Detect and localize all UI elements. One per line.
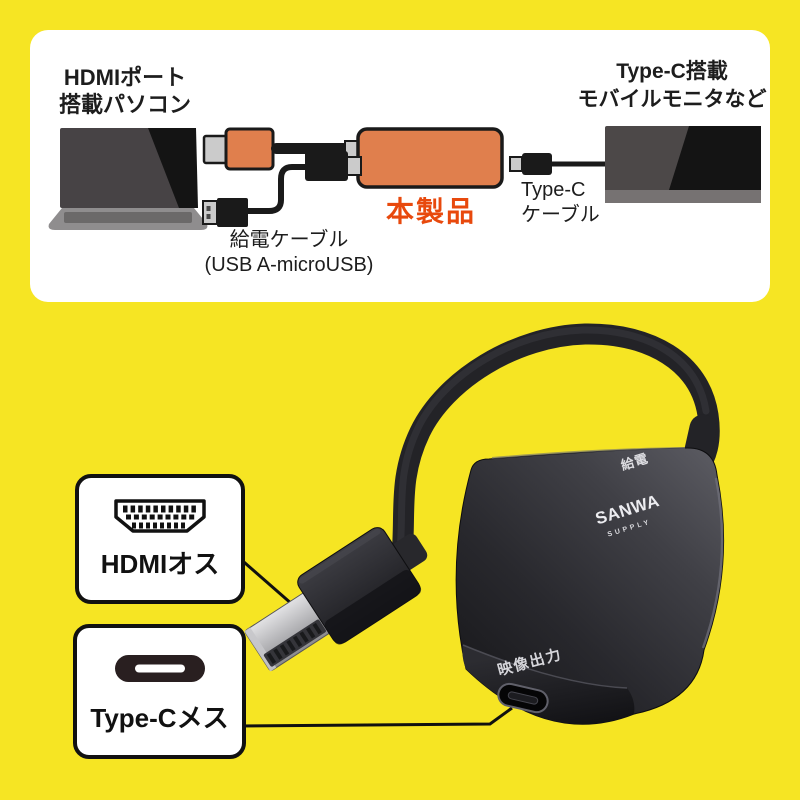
adapter-end-face	[462, 645, 635, 725]
power-cable-label-line1: 給電ケーブル	[229, 229, 349, 251]
product-photo: 給電 SANWA SUPPLY 映像出力	[236, 323, 725, 728]
pc-label: HDMIポート 搭載パソコン	[40, 64, 210, 118]
pc-label-line2: 搭載パソコン	[58, 92, 191, 117]
monitor-illustration	[605, 126, 761, 203]
pc-label-line1: HDMIポート	[63, 65, 187, 90]
power-cable-illustration	[202, 151, 362, 227]
connection-diagram-panel: HDMIポート 搭載パソコン Type-C搭載 モバイルモニタなど 給電ケーブル…	[30, 30, 770, 302]
typec-cable-label-line2: ケーブル	[521, 204, 600, 226]
hdmi-plug	[244, 527, 428, 672]
monitor-label-line2: モバイルモニタなど	[577, 88, 767, 111]
power-cable-label: 給電ケーブル (USB A-microUSB)	[198, 228, 380, 278]
monitor-label: Type-C搭載 モバイルモニタなど	[577, 58, 767, 114]
typec-callout-label: Type-Cメス	[90, 703, 229, 733]
monitor-label-line1: Type-C搭載	[616, 60, 728, 83]
laptop-illustration	[48, 128, 208, 230]
typec-cable-label-line1: Type-C	[521, 179, 586, 201]
product-box	[356, 127, 504, 189]
usb-c-port	[497, 682, 549, 714]
typec-callout-box: Type-Cメス	[73, 624, 246, 759]
hdmi-callout-box: HDMIオス	[75, 474, 245, 604]
typec-callout-line	[237, 706, 513, 728]
product-label: 本製品	[385, 196, 476, 227]
power-cable-label-line2: (USB A-microUSB)	[204, 254, 374, 276]
connection-diagram-art	[48, 126, 761, 230]
usb-c-port-icon	[114, 655, 205, 682]
hdmi-plug-icon	[114, 498, 206, 533]
hdmi-callout-label: HDMIオス	[100, 548, 220, 579]
typec-cable-label: Type-C ケーブル	[521, 178, 600, 228]
adapter-body: 給電 SANWA SUPPLY 映像出力	[455, 447, 725, 725]
typec-cable-illustration	[509, 153, 606, 175]
